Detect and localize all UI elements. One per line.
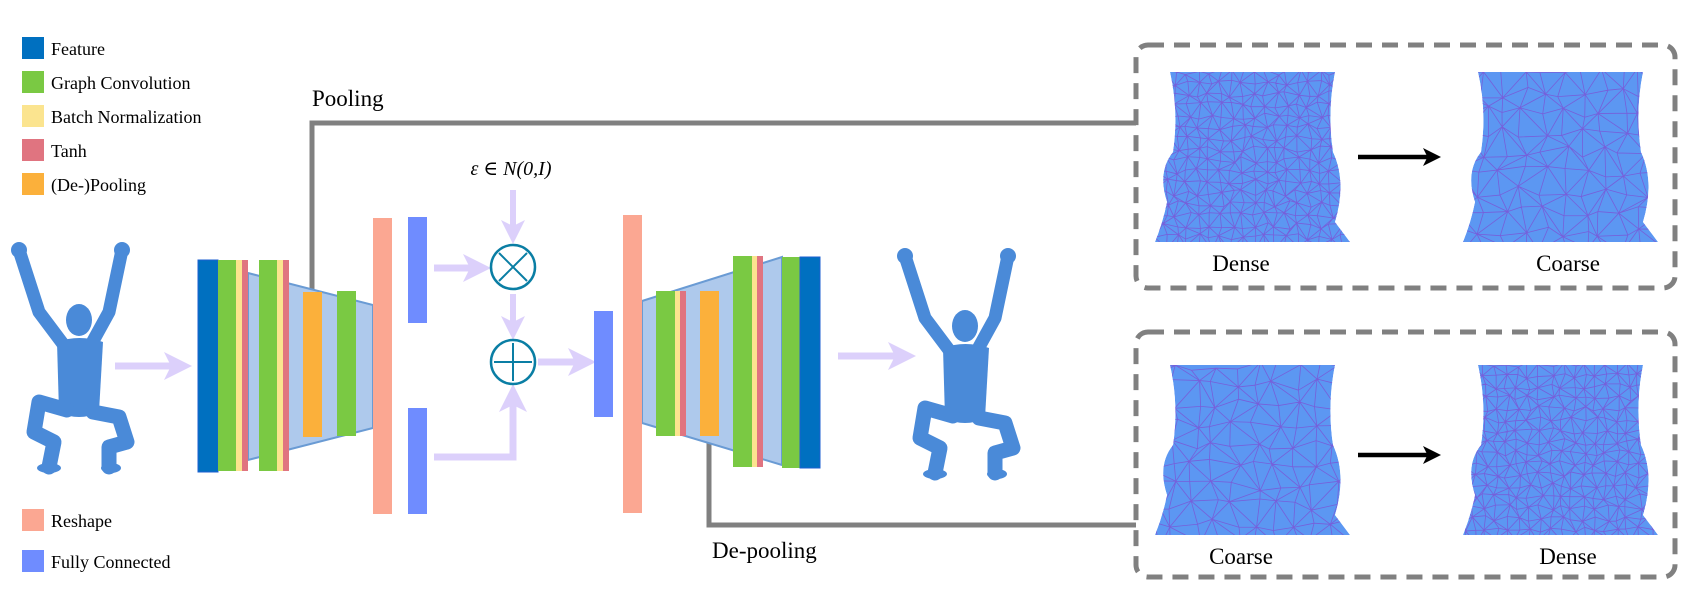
add-icon — [489, 338, 537, 386]
decoder-tanh-2 — [757, 256, 763, 467]
legend-label-reshape: Reshape — [51, 511, 112, 531]
pooling-panel — [1133, 42, 1678, 291]
decoder-fc — [594, 311, 613, 417]
decoder-tanh-1 — [680, 291, 686, 436]
legend-swatch-pooling — [22, 173, 44, 195]
encoder-batch-norm-1 — [236, 260, 242, 471]
depooling-panel — [1133, 329, 1678, 580]
decoder-batch-norm-1 — [675, 291, 680, 436]
encoder-feature-block — [197, 259, 219, 473]
fc-variance — [408, 408, 427, 514]
encoder-graph-conv-3 — [337, 291, 356, 436]
coarse-mesh-image — [1463, 72, 1658, 242]
encoder-pooling — [303, 292, 322, 437]
encoder-tanh-2 — [283, 260, 289, 471]
decoder — [594, 215, 821, 513]
depooling-panel-right-label: Dense — [1539, 544, 1596, 569]
legend-label-batch-normalization: Batch Normalization — [51, 107, 201, 127]
fc-mean — [408, 217, 427, 323]
legend-label-graph-convolution: Graph Convolution — [51, 73, 191, 93]
epsilon-label: ε ∈ N(0,I) — [470, 158, 551, 180]
encoder-reshape — [373, 218, 392, 514]
dense-mesh-image-2 — [1463, 365, 1658, 535]
pooling-connector — [309, 120, 1136, 292]
decoder-graph-conv-1 — [656, 291, 675, 436]
legend-swatch-fully-connected — [22, 550, 44, 572]
encoder-graph-conv-2 — [259, 260, 277, 471]
legend-label-pooling: (De-)Pooling — [51, 175, 146, 196]
encoder-graph-conv-1 — [218, 260, 236, 471]
decoder-feature-block — [799, 256, 821, 469]
input-body-mesh — [11, 242, 135, 475]
legend-label-fully-connected: Fully Connected — [51, 552, 171, 572]
pooling-label: Pooling — [312, 86, 384, 111]
output-body-mesh — [897, 248, 1021, 481]
pooling-panel-left-label: Dense — [1212, 251, 1269, 276]
coarse-mesh-image-2 — [1155, 365, 1350, 535]
decoder-batch-norm-2 — [752, 256, 757, 467]
depooling-panel-left-label: Coarse — [1209, 544, 1273, 569]
legend: Feature Graph Convolution Batch Normaliz… — [22, 37, 201, 572]
legend-swatch-batch-normalization — [22, 105, 44, 127]
dense-mesh-image — [1155, 72, 1350, 242]
encoder-tanh-1 — [242, 260, 248, 471]
decoder-graph-conv-2 — [733, 256, 752, 467]
decoder-reshape — [623, 215, 642, 513]
pooling-panel-right-label: Coarse — [1536, 251, 1600, 276]
legend-label-tanh: Tanh — [51, 141, 87, 161]
depooling-connector — [706, 436, 1136, 528]
encoder-batch-norm-2 — [277, 260, 283, 471]
variance-to-add-arrow — [434, 384, 527, 461]
decoder-depooling — [700, 291, 719, 436]
encoder — [197, 217, 427, 514]
legend-swatch-feature — [22, 37, 44, 59]
legend-swatch-graph-convolution — [22, 71, 44, 93]
multiply-icon — [489, 243, 537, 291]
decoder-graph-conv-3 — [782, 257, 800, 468]
depooling-label: De-pooling — [712, 538, 817, 563]
legend-swatch-tanh — [22, 139, 44, 161]
legend-label-feature: Feature — [51, 39, 105, 59]
legend-swatch-reshape — [22, 509, 44, 531]
